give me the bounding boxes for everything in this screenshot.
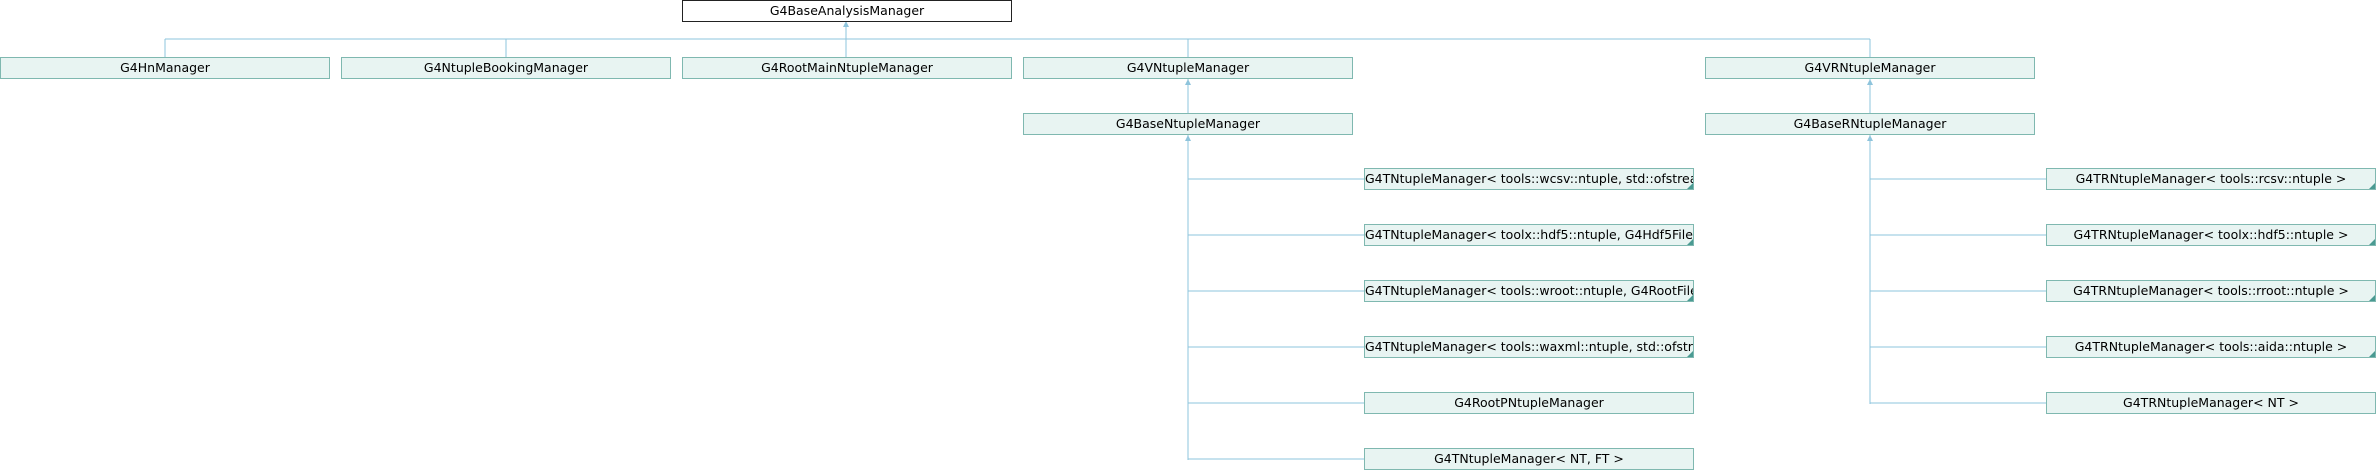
class-g4vrntuplemanager[interactable]: G4VRNtupleManager bbox=[1705, 57, 2035, 79]
class-g4basernuplemanager[interactable]: G4BaseRNtupleManager bbox=[1705, 113, 2035, 135]
class-g4tntuplemanager-nt-ft[interactable]: G4TNtupleManager< NT, FT > bbox=[1364, 448, 1694, 470]
class-g4tntuplemanager-wcsv[interactable]: G4TNtupleManager< tools::wcsv::ntuple, s… bbox=[1364, 168, 1694, 190]
class-g4ntuplebookingmanager[interactable]: G4NtupleBookingManager bbox=[341, 57, 671, 79]
class-g4trntuplemanager-aida[interactable]: G4TRNtupleManager< tools::aida::ntuple > bbox=[2046, 336, 2376, 358]
class-g4baseanalysismanager[interactable]: G4BaseAnalysisManager bbox=[682, 0, 1012, 22]
class-g4tntuplemanager-wroot[interactable]: G4TNtupleManager< tools::wroot::ntuple, … bbox=[1364, 280, 1694, 302]
class-g4basentuplemanager[interactable]: G4BaseNtupleManager bbox=[1023, 113, 1353, 135]
class-g4tntuplemanager-waxml[interactable]: G4TNtupleManager< tools::waxml::ntuple, … bbox=[1364, 336, 1694, 358]
class-g4rootpntuplemanager[interactable]: G4RootPNtupleManager bbox=[1364, 392, 1694, 414]
class-g4tntuplemanager-hdf5[interactable]: G4TNtupleManager< toolx::hdf5::ntuple, G… bbox=[1364, 224, 1694, 246]
class-g4trntuplemanager-nt[interactable]: G4TRNtupleManager< NT > bbox=[2046, 392, 2376, 414]
class-g4vntuplemanager[interactable]: G4VNtupleManager bbox=[1023, 57, 1353, 79]
class-g4hnmanager[interactable]: G4HnManager bbox=[0, 57, 330, 79]
class-g4trntuplemanager-rroot[interactable]: G4TRNtupleManager< tools::rroot::ntuple … bbox=[2046, 280, 2376, 302]
class-g4rootmainntuplemanager[interactable]: G4RootMainNtupleManager bbox=[682, 57, 1012, 79]
class-g4trntuplemanager-rcsv[interactable]: G4TRNtupleManager< tools::rcsv::ntuple > bbox=[2046, 168, 2376, 190]
arrow-head bbox=[843, 21, 849, 27]
class-g4trntuplemanager-hdf5[interactable]: G4TRNtupleManager< toolx::hdf5::ntuple > bbox=[2046, 224, 2376, 246]
